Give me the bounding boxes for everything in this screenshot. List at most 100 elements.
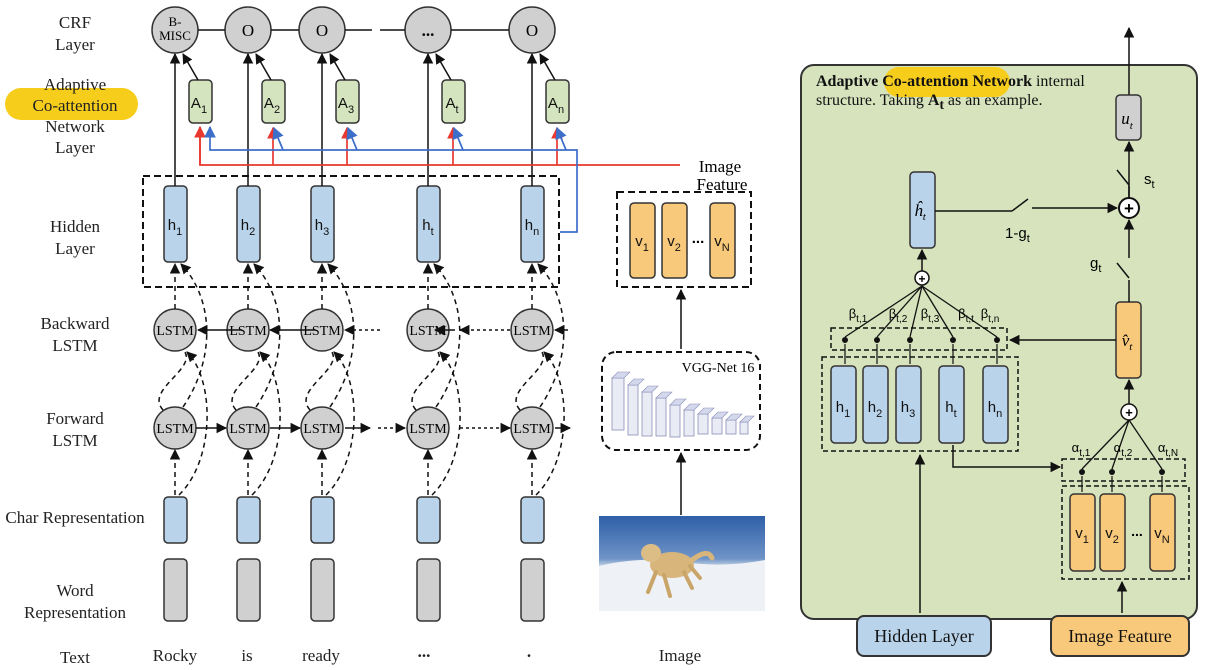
word-rep-box-1 [236, 558, 261, 622]
char-rep-box-2 [310, 496, 335, 544]
panel-h-label-4: hn [988, 399, 1002, 420]
attention-to-crf-4 [539, 53, 556, 81]
char-rep-box-4 [520, 496, 545, 544]
beta-line-1 [876, 285, 923, 338]
text-label-text: Text [60, 648, 90, 667]
row-label-hidden: Hidden Layer [5, 216, 145, 260]
hidden-layer-box [142, 175, 560, 288]
backward-lstm-label-3: LSTM [409, 324, 447, 339]
vgg-layer-4 [669, 404, 681, 438]
panel-title-tail: as an example. [943, 92, 1043, 109]
adaptive-line3: Network [45, 117, 105, 136]
alpha-label-0: αt,1 [1072, 440, 1091, 459]
row-label-backward: Backward LSTM [5, 313, 145, 357]
beta-dot-4 [994, 337, 1000, 343]
dog-photo-legs [646, 564, 702, 598]
one-minus-g-label: 1-gt [1005, 225, 1030, 245]
attention-to-crf-0 [182, 53, 199, 81]
word-rep-box-0 [163, 558, 188, 622]
image-feature-red-route [199, 127, 680, 166]
vgg-layer-top-0 [611, 371, 631, 379]
beta-line-4 [921, 285, 998, 338]
image-feature-title-2: Feature [697, 175, 748, 194]
alpha-label-2: αt,N [1158, 440, 1178, 459]
alpha-line-0 [1081, 419, 1130, 470]
attention-box-0 [188, 79, 213, 124]
curve-forward-hidden-1 [253, 263, 281, 408]
ht-to-alpha-arrow [952, 445, 1062, 473]
curve-char-backward-3 [431, 351, 461, 496]
beta-label-1: βt,2 [889, 306, 908, 325]
panel-v-box-2 [1149, 493, 1176, 572]
image-feature-title-1: Image [699, 157, 741, 176]
attention-to-crf-1 [255, 53, 272, 81]
curve-forward-hidden-2 [327, 263, 355, 408]
panel-u-box [1115, 94, 1142, 141]
curve-forward-hidden-4 [537, 263, 565, 408]
blue-branch-2 [452, 126, 464, 151]
image-label: Image [658, 646, 702, 665]
cross-curve-4 [515, 351, 545, 411]
forward-lstm-label-1: LSTM [229, 422, 267, 437]
row-label-char: Char Representation [5, 507, 145, 529]
panel-h-label-3: ht [945, 399, 956, 420]
row-label-text: Text [5, 647, 145, 669]
hidden-label-0: h1 [168, 217, 182, 238]
image-v-dots: ... [692, 230, 705, 247]
panel-hidden-group [821, 356, 1019, 452]
forward-lstm-label-0: LSTM [156, 422, 194, 437]
panel-title-at-sub: t [939, 97, 944, 113]
backward-lstm-label-4: LSTM [513, 324, 551, 339]
beta-dot-3 [950, 337, 956, 343]
panel-h-box-4 [982, 365, 1009, 444]
curve-forward-hidden-0 [180, 263, 208, 408]
panel-v-label-2: vN [1154, 525, 1170, 546]
attention-label-2: A3 [338, 95, 354, 116]
alpha-dot-1 [1109, 469, 1115, 475]
crf-tag-4: O [526, 21, 538, 40]
crf-tag-1: O [242, 21, 254, 40]
attention-to-crf-3 [435, 53, 452, 81]
crf-tag-0-b: MISC [159, 28, 191, 43]
word-is: is [241, 646, 253, 665]
beta-sum-symbol: + [918, 272, 925, 286]
attention-to-crf-2 [329, 53, 346, 81]
hidden-label-3: ht [422, 217, 433, 238]
attention-box-4 [545, 79, 570, 124]
crf-tag-3: ... [422, 21, 435, 40]
vgg-layer-2 [641, 391, 653, 437]
word-label-text: Word Representation [24, 581, 126, 622]
attention-label-1: A2 [264, 95, 280, 116]
cross-curve-2 [305, 351, 335, 411]
char-rep-box-3 [416, 496, 441, 544]
vgg-layer-top-3 [655, 391, 673, 399]
beta-label-2: βt,3 [921, 306, 940, 325]
panel-h-label-1: h2 [868, 399, 882, 420]
row-label-word: Word Representation [5, 580, 145, 624]
crf-tag-0: B- [169, 14, 182, 29]
vgg-layer-8 [725, 419, 737, 435]
panel-h-box-1 [862, 365, 889, 444]
beta-line-2 [909, 285, 923, 338]
adaptive-line2: Co-attention [32, 96, 118, 115]
adaptive-line1: Adaptive [43, 75, 107, 94]
beta-dot-0 [842, 337, 848, 343]
hidden-label-2: h3 [315, 217, 329, 238]
hidden-label-text: Hidden Layer [49, 217, 101, 258]
attention-label-4: An [548, 95, 564, 116]
char-rep-box-0 [163, 496, 188, 544]
backward-lstm-label-2: LSTM [303, 324, 341, 339]
panel-h-box-3 [938, 365, 965, 444]
alpha-dot-2 [1159, 469, 1165, 475]
alpha-sum-symbol: + [1125, 405, 1133, 420]
beta-line-3 [921, 285, 954, 338]
hidden-label-1: h2 [241, 217, 255, 238]
panel-v-label-0: v1 [1075, 525, 1089, 546]
panel-v-dots: ... [1131, 523, 1143, 539]
curve-char-backward-1 [251, 351, 281, 496]
vgg-layer-top-5 [683, 403, 701, 411]
